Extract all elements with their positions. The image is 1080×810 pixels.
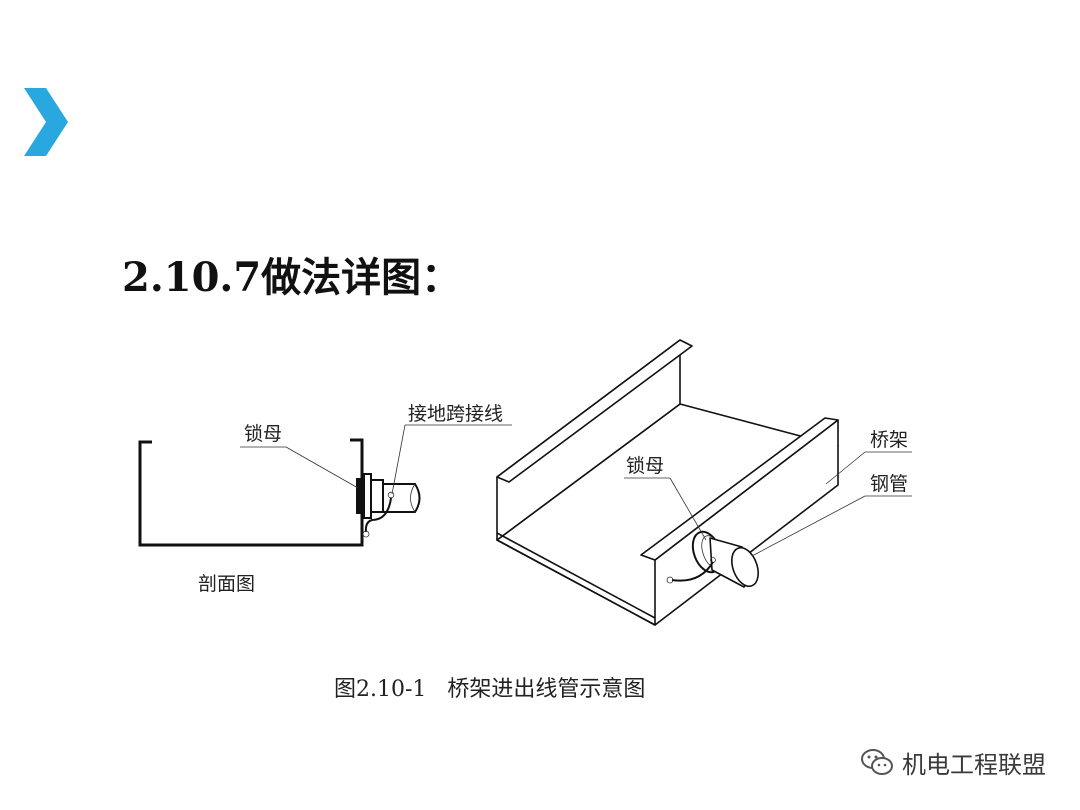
page-title: 2.10.7做法详图： xyxy=(122,254,462,301)
label-lock-nut-section: 锁母 xyxy=(244,423,282,445)
section-view-drawing xyxy=(138,424,512,547)
label-lock-nut-iso: 锁母 xyxy=(626,455,664,477)
label-cable-tray: 桥架 xyxy=(870,429,908,451)
cable-tray-isometric xyxy=(496,339,912,626)
chevron-accent-icon xyxy=(24,88,68,156)
label-section-view: 剖面图 xyxy=(198,573,255,595)
watermark-text: 机电工程联盟 xyxy=(902,750,1046,779)
label-steel-pipe: 钢管 xyxy=(870,473,908,495)
figure-caption: 图2.10-1 桥架进出线管示意图 xyxy=(334,677,645,702)
wechat-icon xyxy=(861,749,893,775)
label-ground-jumper: 接地跨接线 xyxy=(408,403,503,425)
watermark: 机电工程联盟 xyxy=(860,744,1046,780)
